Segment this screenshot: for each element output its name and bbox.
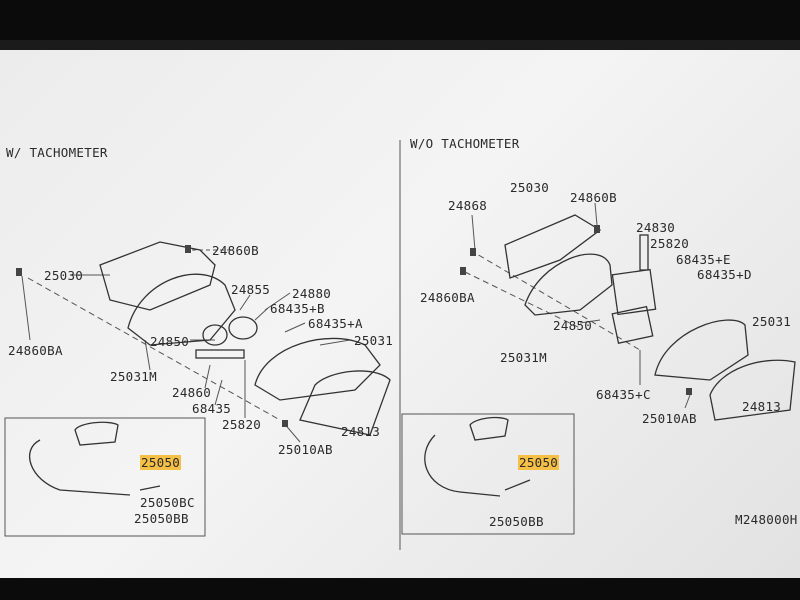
axis-dashed-right: [469, 249, 641, 351]
callout-25031-right: 25031: [752, 314, 792, 329]
leader-68435a: [284, 322, 306, 333]
callout-25050bb-right: 25050BB: [489, 514, 544, 529]
cluster-housing-right: [524, 253, 613, 316]
clip-24860b-right: [594, 225, 600, 233]
callout-68435b: 68435+B: [270, 301, 325, 316]
leader-68435-left: [214, 379, 223, 406]
callout-25031m-left: 25031M: [110, 369, 157, 384]
leader-24860-left: [204, 364, 211, 389]
leader-24855: [239, 294, 251, 311]
section-title-without-tachometer: W/O TACHOMETER: [410, 136, 520, 151]
callout-25030-right: 25030: [510, 180, 550, 195]
cluster-housing-left: [127, 273, 236, 346]
leader-25010ab-right: [684, 394, 691, 409]
clip-24860ba-right: [460, 267, 466, 275]
harness-box-left: [4, 417, 206, 537]
harness-right: [424, 434, 531, 497]
callout-68435c: 68435+C: [596, 387, 651, 402]
callout-25820-right: 25820: [650, 236, 690, 251]
callout-25031m-right: 25031M: [500, 350, 547, 365]
callout-25050bc-left: 25050BC: [140, 495, 195, 510]
bezel-left: [299, 370, 391, 436]
gauge-left-2: [228, 316, 258, 340]
callout-24860-left: 24860: [172, 385, 212, 400]
callout-24860b-right: 24860B: [570, 190, 617, 205]
axis-dashed-left: [27, 277, 281, 421]
leader-25031-left: [319, 339, 351, 346]
meter-plate-2: [611, 305, 654, 344]
leader-68435b: [254, 307, 269, 321]
harness-box-right: [401, 413, 575, 535]
panel-trim-right: [504, 214, 602, 279]
callout-25050-left-highlight: 25050: [140, 455, 182, 470]
leader-24860b-right: [594, 202, 598, 226]
callout-24860b-left: 24860B: [212, 243, 259, 258]
callout-24860ba-left: 24860BA: [8, 343, 63, 358]
clip-25010ab-right: [686, 388, 692, 395]
parts-diagram-artwork: [4, 140, 796, 550]
callout-68435a: 68435+A: [308, 316, 363, 331]
callout-24830: 24830: [636, 220, 676, 235]
callout-68435e: 68435+E: [676, 252, 731, 267]
harness-left: [29, 439, 161, 496]
gauge-strip-left: [195, 349, 245, 359]
clip-24860ba-left: [16, 268, 22, 276]
callout-25010ab-right: 25010AB: [642, 411, 697, 426]
callout-25050-right: 25050: [518, 455, 560, 470]
callout-24860ba-right: 24860BA: [420, 290, 475, 305]
callout-25050bb-left: 25050BB: [134, 511, 189, 526]
leader-24860ba-left: [21, 275, 31, 341]
section-title-with-tachometer: W/ TACHOMETER: [6, 145, 108, 160]
leader-24850-right: [579, 319, 601, 324]
clip-25010ab-left: [282, 420, 288, 427]
harness-cover-left: [74, 421, 119, 446]
callout-25050-right-highlight: 25050: [518, 455, 560, 470]
callout-24850-right: 24850: [553, 318, 593, 333]
callout-24850-left: 24850: [150, 334, 190, 349]
callout-25031-left: 25031: [354, 333, 394, 348]
callout-68435d: 68435+D: [697, 267, 752, 282]
callout-24855: 24855: [231, 282, 271, 297]
bulb-pack: [639, 234, 649, 271]
axis-dashed-right-2: [464, 271, 581, 329]
callout-24880: 24880: [292, 286, 332, 301]
callout-68435-left: 68435: [192, 401, 232, 416]
callout-25030-left: 25030: [44, 268, 84, 283]
leader-25031m-left: [144, 339, 151, 371]
harness-cover-right: [469, 416, 509, 441]
panel-trim-left: [99, 241, 216, 311]
diagram-id: M248000H: [735, 512, 798, 527]
monitor-screen: W/ TACHOMETER W/O TACHOMETER 24860B 2503…: [0, 40, 800, 578]
callout-25820-left: 25820: [222, 417, 262, 432]
leader-24880: [264, 292, 291, 311]
callout-24868: 24868: [448, 198, 488, 213]
callout-24813-left: 24813: [341, 424, 381, 439]
callout-25010ab-left: 25010AB: [278, 442, 333, 457]
bezel-right: [709, 359, 796, 421]
clip-24860b-left: [185, 245, 191, 253]
callout-25050-left: 25050: [140, 455, 182, 470]
clip-24868: [470, 248, 476, 256]
lens-right: [654, 319, 749, 381]
gauge-left-1: [202, 324, 228, 346]
callout-24813-right: 24813: [742, 399, 782, 414]
meter-plate-1: [611, 268, 657, 316]
leader-24868: [471, 214, 476, 251]
lens-left: [254, 337, 381, 401]
